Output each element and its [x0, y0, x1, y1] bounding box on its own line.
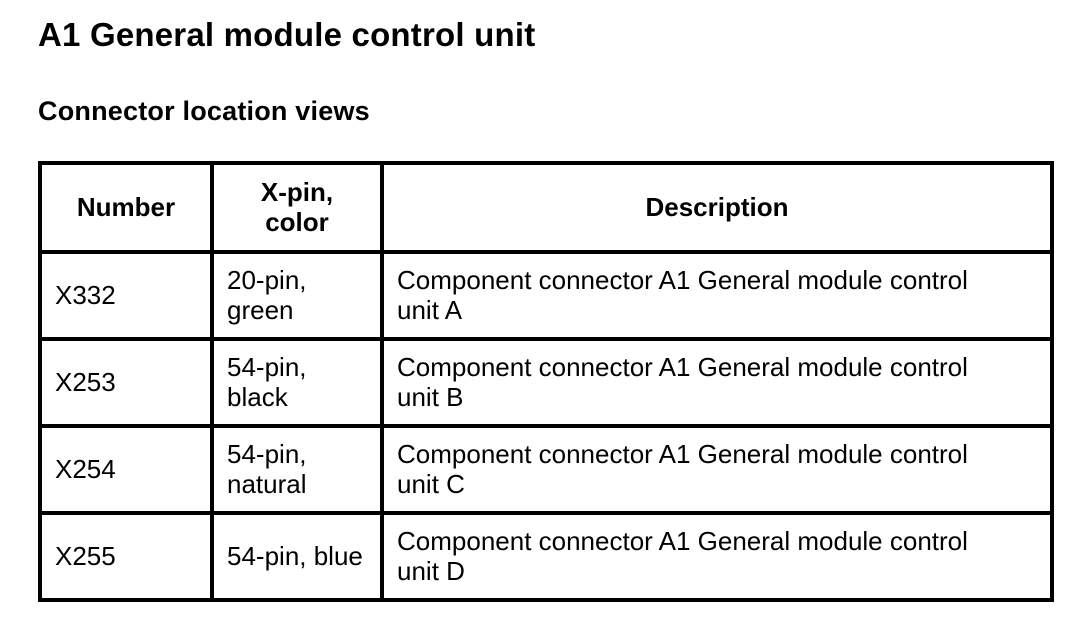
cell-pin-color: 54-pin, black: [210, 336, 384, 428]
page-title: A1 General module control unit: [38, 16, 536, 53]
column-header-pin-color: X-pin, color: [210, 160, 384, 254]
table-row: X253 54-pin, black Component connector A…: [38, 336, 1054, 428]
cell-pin-color: 54-pin, natural: [210, 423, 384, 515]
cell-description: Component connector A1 General module co…: [380, 336, 1054, 428]
cell-description-text: Component connector A1 General module co…: [397, 526, 968, 587]
connector-table-header: Number X-pin, color Description: [38, 160, 1054, 254]
table-row: X255 54-pin, blue Component connector A1…: [38, 510, 1054, 602]
cell-description: Component connector A1 General module co…: [380, 510, 1054, 602]
column-header-number: Number: [38, 160, 214, 254]
cell-number: X332: [38, 249, 214, 341]
connector-table: Number X-pin, color Description X332 20-…: [38, 160, 1054, 602]
cell-description-text: Component connector A1 General module co…: [397, 352, 968, 413]
cell-pin-color: 20-pin, green: [210, 249, 384, 341]
cell-number: X255: [38, 510, 214, 602]
cell-number: X253: [38, 336, 214, 428]
table-row: X332 20-pin, green Component connector A…: [38, 249, 1054, 341]
cell-description: Component connector A1 General module co…: [380, 249, 1054, 341]
cell-number: X254: [38, 423, 214, 515]
table-row: X254 54-pin, natural Component connector…: [38, 423, 1054, 515]
cell-description: Component connector A1 General module co…: [380, 423, 1054, 515]
connector-table-body: X332 20-pin, green Component connector A…: [38, 249, 1054, 602]
cell-description-text: Component connector A1 General module co…: [397, 439, 968, 500]
header-row: Number X-pin, color Description: [38, 160, 1054, 254]
column-header-description: Description: [380, 160, 1054, 254]
cell-pin-color: 54-pin, blue: [210, 510, 384, 602]
section-heading-connector-location-views: Connector location views: [38, 95, 370, 126]
cell-description-text: Component connector A1 General module co…: [397, 265, 968, 326]
